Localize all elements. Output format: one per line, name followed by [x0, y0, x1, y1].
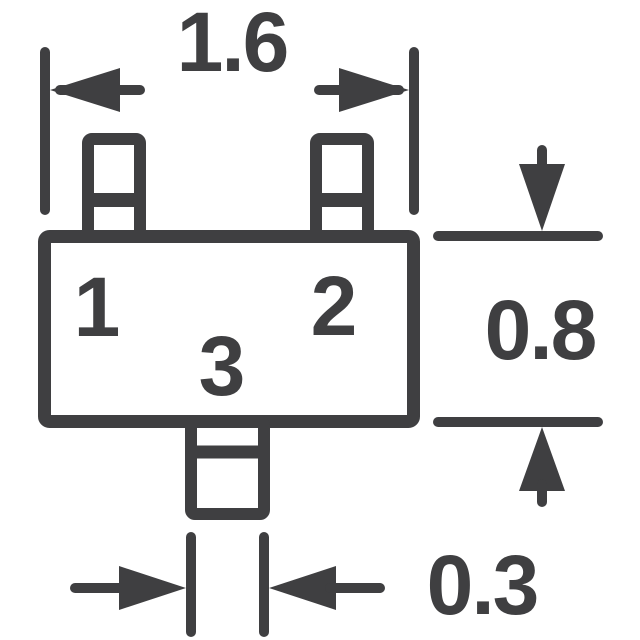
pin-3-number: 3: [198, 319, 246, 413]
width-dimension-value: 1.6: [176, 0, 290, 89]
height-dimension: [433, 145, 603, 507]
height-dimension-value: 0.8: [484, 283, 598, 377]
height-arrow-down-head: [519, 164, 565, 231]
lead-width-dimension: [70, 532, 385, 637]
width-arrow-right-head: [339, 68, 409, 112]
pin1-lead: [82, 133, 146, 243]
pin-2-number: 2: [310, 259, 358, 353]
lead-width-arrow-left-head: [119, 566, 186, 610]
component-outline: [38, 133, 420, 520]
width-arrow-left-head: [50, 68, 120, 112]
pin2-lead: [310, 133, 374, 243]
lead-width-dimension-value: 0.3: [426, 538, 540, 632]
pin3-lead: [185, 415, 270, 520]
width-dimension: [40, 47, 419, 215]
pin-1-number: 1: [73, 260, 121, 354]
height-arrow-up-head: [519, 427, 565, 491]
lead-width-arrow-right-head: [269, 566, 336, 610]
